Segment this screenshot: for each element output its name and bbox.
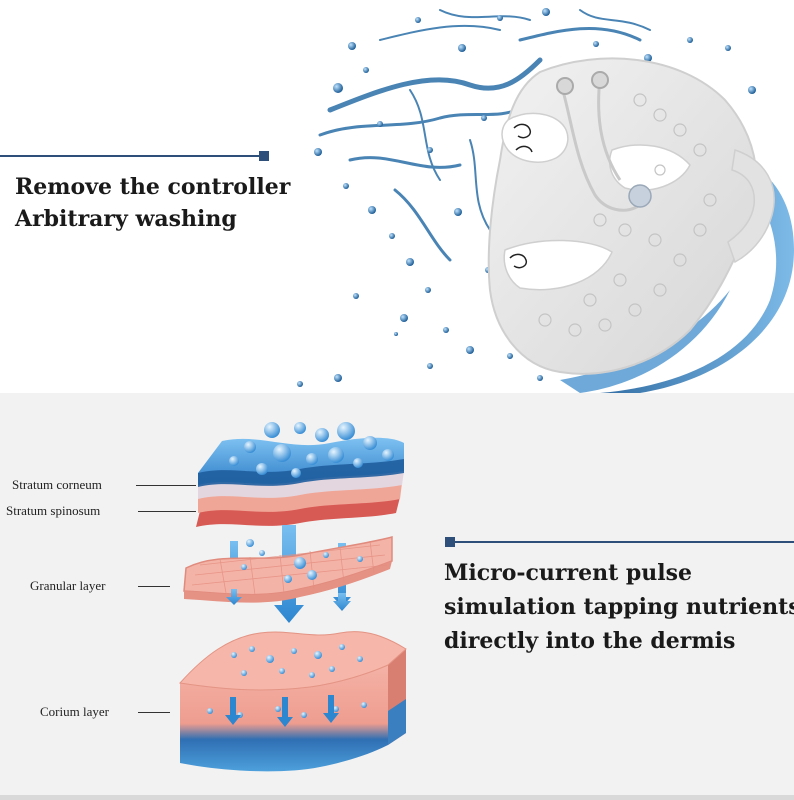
mask-water-splash-illustration	[297, 8, 794, 393]
skin-layers-diagram	[179, 422, 407, 772]
skin-layers-section: Stratum corneum Stratum spinosum Granula…	[0, 393, 794, 800]
stratum-layer-illustration	[196, 422, 404, 527]
top-divider-line	[0, 155, 262, 157]
micro-current-headline: Micro-current pulse simulation tapping n…	[444, 556, 794, 658]
washing-section: Remove the controller Arbitrary washing	[0, 0, 794, 393]
micro-current-headline-line-2: simulation tapping nutrients	[444, 594, 794, 620]
washing-headline: Remove the controller Arbitrary washing	[15, 171, 290, 235]
label-granular-layer: Granular layer	[30, 578, 106, 593]
label-stratum-corneum: Stratum corneum	[12, 477, 102, 492]
silicone-mask-icon	[487, 57, 775, 375]
granular-layer-illustration	[183, 536, 393, 603]
leader-stratum-spinosum	[138, 511, 196, 512]
washing-headline-line-2: Arbitrary washing	[15, 206, 237, 232]
label-stratum-spinosum: Stratum spinosum	[6, 503, 101, 518]
leader-granular-layer	[138, 586, 170, 587]
bottom-border	[0, 795, 794, 800]
bottom-divider-line	[452, 541, 794, 543]
micro-current-headline-line-1: Micro-current pulse	[444, 560, 693, 586]
corium-layer-illustration	[179, 631, 407, 772]
leader-stratum-corneum	[136, 485, 196, 486]
bottom-divider-marker	[445, 537, 455, 547]
label-corium-layer: Corium layer	[40, 704, 109, 719]
leader-corium-layer	[138, 712, 170, 713]
micro-current-headline-line-3: directly into the dermis	[444, 628, 736, 654]
washing-headline-line-1: Remove the controller	[15, 174, 291, 200]
top-divider-marker	[259, 151, 269, 161]
